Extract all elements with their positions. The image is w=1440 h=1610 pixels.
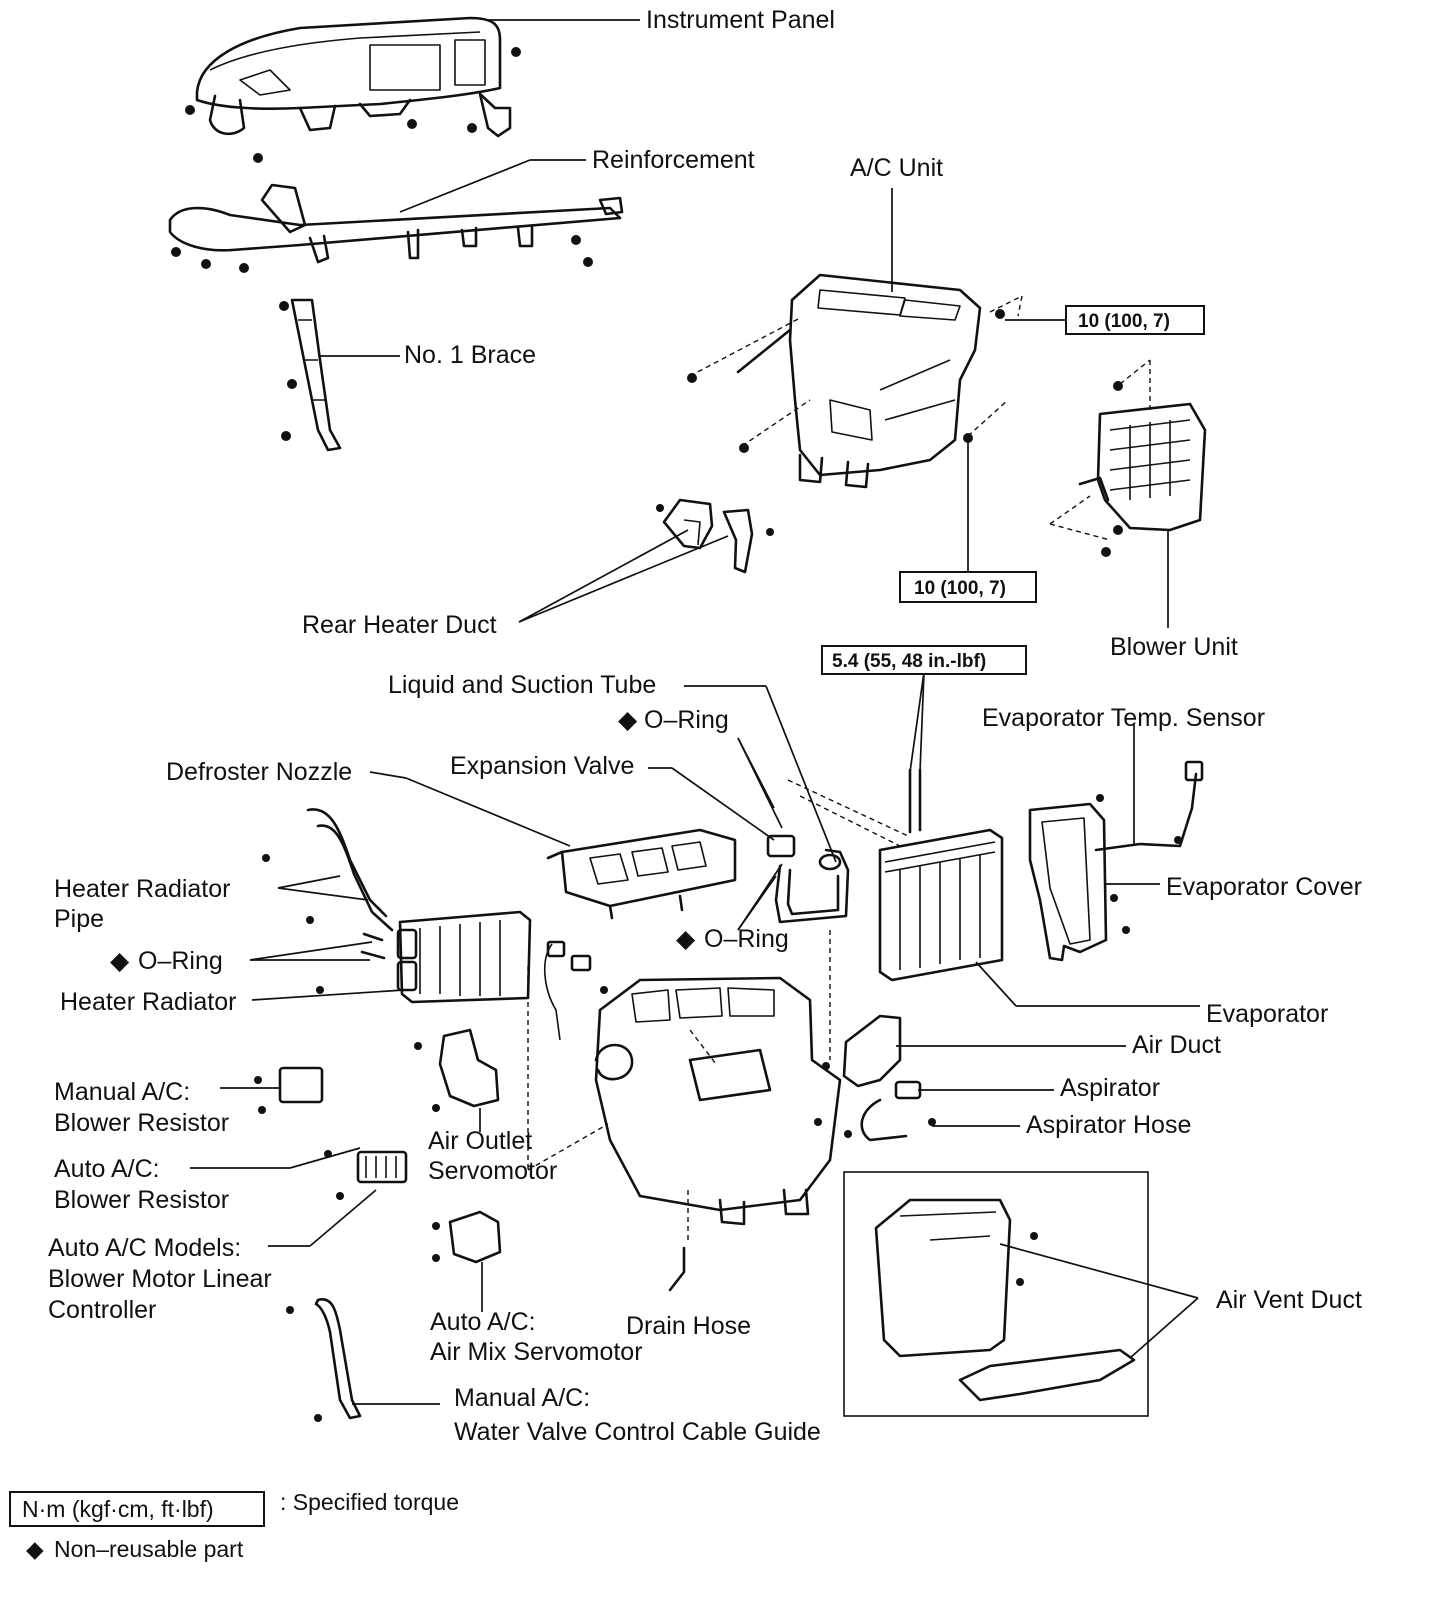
aspirator-hose-drawing	[860, 1098, 908, 1142]
fasteners	[171, 47, 1182, 1422]
label-blower-motor-controller-line1: Auto A/C Models:	[48, 1234, 241, 1262]
label-air-vent-duct: Air Vent Duct	[1216, 1286, 1362, 1314]
torque-box-ac-unit-upper	[1065, 305, 1205, 335]
symbol-non-reusable-mid: ◆	[676, 925, 696, 953]
torque-ac-unit-upper: 10 (100, 7)	[1078, 311, 1170, 332]
air-vent-duct-inset-frame	[843, 1171, 1149, 1417]
torque-evaporator: 5.4 (55, 48 in.-lbf)	[832, 651, 986, 672]
evaporator-cover-drawing	[1028, 802, 1108, 962]
aspirator-drawing	[894, 1080, 922, 1100]
label-rear-heater-duct: Rear Heater Duct	[302, 611, 497, 639]
air-vent-duct-drawing	[874, 1198, 1136, 1402]
air-mix-servomotor-drawing	[448, 1210, 502, 1264]
manual-blower-resistor-drawing	[278, 1066, 324, 1104]
legend-non-reusable-symbol: ◆	[26, 1536, 44, 1562]
label-blower-unit: Blower Unit	[1110, 633, 1238, 661]
evaporator-temp-sensor-drawing	[1094, 760, 1204, 852]
label-blower-motor-controller-line2: Blower Motor Linear	[48, 1265, 272, 1293]
label-air-mix-servomotor-line1: Auto A/C:	[430, 1308, 536, 1336]
label-water-valve-guide-line2: Water Valve Control Cable Guide	[454, 1418, 821, 1446]
label-air-duct: Air Duct	[1132, 1031, 1221, 1059]
wiring-harness-drawing	[543, 940, 592, 1041]
torque-box-ac-unit-lower	[899, 571, 1037, 603]
label-air-outlet-servomotor-line2: Servomotor	[428, 1157, 557, 1185]
label-evaporator: Evaporator	[1206, 1000, 1328, 1028]
label-o-ring-left: O–Ring	[138, 947, 223, 975]
label-liquid-suction-tube: Liquid and Suction Tube	[388, 671, 656, 699]
drain-hose-drawing	[668, 1246, 686, 1292]
legend-torque-desc: : Specified torque	[280, 1489, 459, 1515]
torque-ac-unit-lower: 10 (100, 7)	[914, 578, 1006, 599]
label-auto-ac-blower-resistor-line2: Blower Resistor	[54, 1186, 229, 1214]
expansion-valve-drawing	[766, 834, 796, 858]
defroster-nozzle-drawing	[546, 828, 737, 920]
symbol-non-reusable-top: ◆	[618, 706, 638, 734]
label-air-mix-servomotor-line2: Air Mix Servomotor	[430, 1338, 643, 1366]
label-heater-radiator-pipe-line1: Heater Radiator	[54, 875, 230, 903]
instrument-panel-drawing	[195, 16, 512, 138]
label-instrument-panel: Instrument Panel	[646, 6, 835, 34]
heater-radiator-pipe-drawing	[306, 808, 394, 960]
symbol-non-reusable-left: ◆	[110, 947, 130, 975]
legend: N·m (kgf·cm, ft·lbf) : Specified torque …	[9, 1489, 459, 1562]
reinforcement-drawing	[168, 183, 624, 264]
label-expansion-valve: Expansion Valve	[450, 752, 634, 780]
legend-torque-box	[9, 1491, 265, 1527]
label-aspirator-hose: Aspirator Hose	[1026, 1111, 1191, 1139]
ac-unit-drawing	[736, 273, 982, 489]
label-defroster-nozzle: Defroster Nozzle	[166, 758, 352, 786]
label-o-ring-top: O–Ring	[644, 706, 729, 734]
air-duct-drawing	[842, 1014, 902, 1088]
heater-case-drawing	[594, 976, 842, 1226]
evaporator-drawing	[878, 768, 1004, 982]
label-blower-motor-controller-line3: Controller	[48, 1296, 156, 1324]
liquid-suction-tube-drawing	[774, 848, 850, 924]
label-manual-ac-blower-resistor-line1: Manual A/C:	[54, 1078, 190, 1106]
label-manual-ac-blower-resistor-line2: Blower Resistor	[54, 1109, 229, 1137]
label-ac-unit: A/C Unit	[850, 154, 943, 182]
label-evaporator-temp-sensor: Evaporator Temp. Sensor	[982, 704, 1265, 732]
heater-radiator-drawing	[396, 910, 532, 1004]
label-air-outlet-servomotor-line1: Air Outlet	[428, 1127, 532, 1155]
torque-box-evaporator	[821, 645, 1027, 675]
legend-torque-unit: N·m (kgf·cm, ft·lbf)	[22, 1496, 214, 1522]
label-no1-brace: No. 1 Brace	[404, 341, 536, 369]
label-auto-ac-blower-resistor-line1: Auto A/C:	[54, 1155, 160, 1183]
air-outlet-servomotor-drawing	[438, 1028, 500, 1108]
legend-non-reusable-desc: Non–reusable part	[54, 1536, 244, 1562]
water-valve-guide-drawing	[314, 1298, 362, 1420]
label-heater-radiator-pipe-line2: Pipe	[54, 905, 104, 933]
no1-brace-drawing	[290, 298, 342, 452]
label-o-ring-mid: O–Ring	[704, 925, 789, 953]
label-aspirator: Aspirator	[1060, 1074, 1160, 1102]
label-drain-hose: Drain Hose	[626, 1312, 751, 1340]
auto-blower-resistor-drawing	[356, 1150, 408, 1184]
label-reinforcement: Reinforcement	[592, 146, 755, 174]
label-heater-radiator: Heater Radiator	[60, 988, 236, 1016]
label-evaporator-cover: Evaporator Cover	[1166, 873, 1362, 901]
rear-heater-duct-drawing	[662, 498, 754, 574]
label-water-valve-guide-line1: Manual A/C:	[454, 1384, 590, 1412]
blower-unit-drawing	[1078, 402, 1207, 532]
